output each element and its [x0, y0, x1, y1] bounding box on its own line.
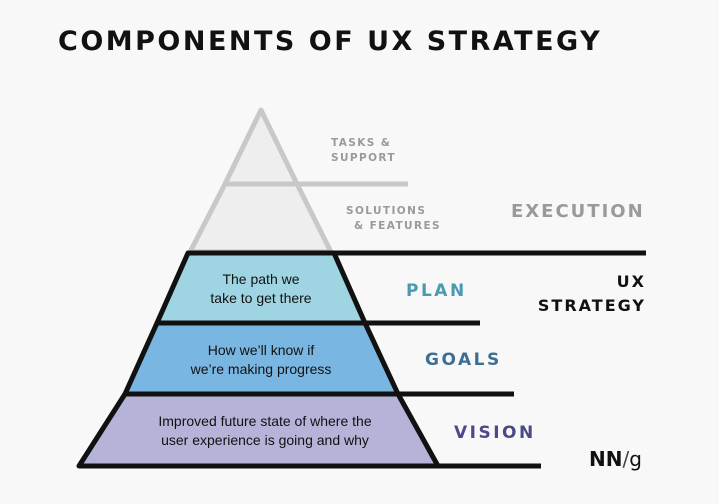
- vision-description-line2: user experience is going and why: [161, 432, 369, 448]
- execution-label: EXECUTION: [511, 201, 645, 222]
- plan-label: PLAN: [406, 281, 467, 301]
- execution-top-tier: [222, 107, 300, 187]
- execution-bottom-tier: [187, 181, 334, 255]
- plan-description-line2: take to get there: [210, 290, 312, 306]
- goals-description: How we’ll know if we’re making progress: [160, 341, 362, 379]
- ux-strategy-label: UX STRATEGY: [528, 270, 646, 318]
- solutions-features-label: SOLUTIONS & FEATURES: [346, 204, 441, 234]
- plan-description-line1: The path we: [222, 271, 300, 287]
- vision-label: VISION: [454, 423, 536, 443]
- vision-description: Improved future state of where the user …: [128, 412, 402, 450]
- ux-strategy-line2: STRATEGY: [537, 296, 646, 315]
- ux-strategy-line1: UX: [616, 272, 646, 291]
- goals-label: GOALS: [425, 350, 502, 370]
- logo-g: g: [629, 447, 642, 471]
- goals-description-line2: we’re making progress: [190, 361, 332, 377]
- tasks-label-line1: TASKS &: [331, 137, 392, 149]
- tasks-support-label: TASKS & SUPPORT: [331, 136, 396, 166]
- solutions-label-line2: & FEATURES: [354, 220, 441, 232]
- logo-nn: NN: [589, 447, 623, 471]
- logo-slash: /: [622, 447, 630, 471]
- goals-description-line1: How we’ll know if: [207, 342, 315, 358]
- tasks-label-line2: SUPPORT: [331, 152, 396, 164]
- nng-logo: NN/g: [589, 447, 642, 471]
- vision-description-line1: Improved future state of where the: [158, 413, 372, 429]
- solutions-label-line1: SOLUTIONS: [346, 205, 427, 217]
- plan-description: The path we take to get there: [188, 270, 334, 308]
- page-title: COMPONENTS OF UX STRATEGY: [58, 26, 603, 57]
